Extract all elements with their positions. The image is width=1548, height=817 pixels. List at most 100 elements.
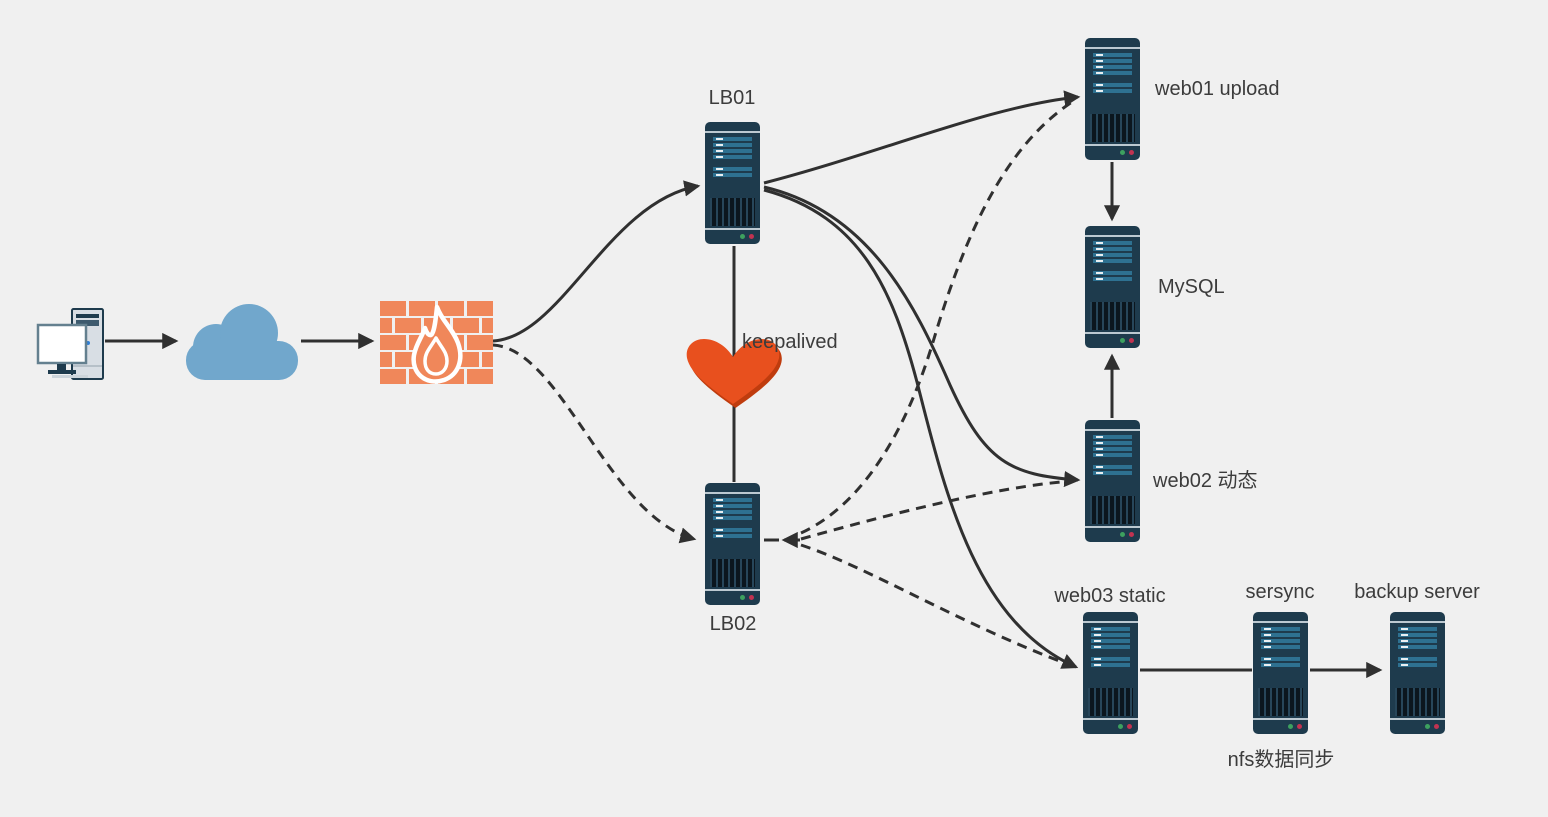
server-drive-bar (1091, 633, 1130, 637)
server-bottom-line (705, 228, 760, 230)
server-drive-bar (1398, 657, 1437, 661)
server-bottom-line (1390, 718, 1445, 720)
server-sersync (1253, 612, 1308, 734)
server-top-line (1085, 47, 1140, 49)
server-drive-bar (1093, 89, 1132, 93)
label-web02: web02 动态 (1153, 470, 1258, 492)
server-drive-bar (1261, 639, 1300, 643)
server-vent (710, 559, 755, 587)
label-lb01: LB01 (708, 87, 756, 109)
server-drive-bar (1093, 447, 1132, 451)
server-bottom-line (705, 589, 760, 591)
status-led-red (749, 234, 754, 239)
server-drive-bar (1091, 639, 1130, 643)
label-mysql: MySQL (1158, 276, 1225, 298)
server-top-line (1253, 621, 1308, 623)
server-drive-bar (1093, 277, 1132, 281)
server-drive-bar (1261, 627, 1300, 631)
server-drive-bar (713, 498, 752, 502)
server-drive-bar (1093, 259, 1132, 263)
label-backup: backup server (1354, 581, 1480, 603)
server-drive-bar (1093, 253, 1132, 257)
edge-firewall-lb01 (492, 180, 701, 343)
server-drive-bar (713, 143, 752, 147)
server-drive-bar (1398, 663, 1437, 667)
status-led-green (1425, 724, 1430, 729)
server-drive-bar (1091, 663, 1130, 667)
firewall-icon (380, 301, 493, 384)
server-bottom-line (1085, 332, 1140, 334)
status-led-red (1129, 532, 1134, 537)
edge-lb01-web01 (763, 90, 1081, 185)
nfs-sync-label: nfs数据同步 (1227, 749, 1335, 771)
server-web02 (1085, 420, 1140, 542)
server-web01 (1085, 38, 1140, 160)
server-vent (1088, 688, 1133, 716)
status-led-red (749, 595, 754, 600)
server-drive-bar (713, 149, 752, 153)
server-top-line (1085, 429, 1140, 431)
status-led-red (1129, 338, 1134, 343)
server-mysql (1085, 226, 1140, 348)
server-drive-bar (1398, 633, 1437, 637)
server-drive-bar (1261, 645, 1300, 649)
label-web03: web03 static (1054, 585, 1166, 607)
status-led-red (1127, 724, 1132, 729)
server-drive-bar (1093, 471, 1132, 475)
server-drive-bar (1093, 71, 1132, 75)
server-drive-bar (1091, 657, 1130, 661)
status-led-green (1288, 724, 1293, 729)
server-drive-bar (1093, 83, 1132, 87)
server-lb01 (705, 122, 760, 244)
server-backup (1390, 612, 1445, 734)
keepalived-label: keepalived (742, 331, 838, 353)
server-drive-bar (713, 137, 752, 141)
server-bottom-line (1083, 718, 1138, 720)
server-drive-bar (1093, 247, 1132, 251)
label-lb02: LB02 (709, 613, 757, 635)
status-led-green (740, 595, 745, 600)
edge-lb01-web03 (763, 188, 1079, 669)
server-top-line (705, 492, 760, 494)
server-lb02 (705, 483, 760, 605)
status-led-red (1297, 724, 1302, 729)
server-drive-bar (713, 528, 752, 532)
internet-cloud-icon (186, 304, 298, 380)
computer-monitor (36, 323, 88, 365)
edge-lb02-web01 (800, 100, 1073, 535)
server-drive-bar (713, 155, 752, 159)
server-drive-bar (1093, 435, 1132, 439)
server-vent (1258, 688, 1303, 716)
server-drive-bar (1398, 639, 1437, 643)
edges-layer (105, 90, 1383, 679)
server-drive-bar (1093, 59, 1132, 63)
status-led-green (1120, 150, 1125, 155)
server-vent (1090, 496, 1135, 524)
server-drive-bar (1093, 241, 1132, 245)
server-drive-bar (1093, 271, 1132, 275)
server-drive-bar (1261, 657, 1300, 661)
server-top-line (1083, 621, 1138, 623)
status-led-green (740, 234, 745, 239)
server-top-line (1085, 235, 1140, 237)
edge-firewall-lb02 (492, 343, 697, 544)
server-drive-bar (1261, 663, 1300, 667)
server-web03 (1083, 612, 1138, 734)
server-drive-bar (1093, 53, 1132, 57)
server-drive-bar (713, 516, 752, 520)
server-drive-bar (713, 167, 752, 171)
edge-lb02-web02 (800, 479, 1073, 541)
server-vent (1090, 114, 1135, 142)
server-drive-bar (1091, 645, 1130, 649)
status-led-green (1118, 724, 1123, 729)
server-top-line (705, 131, 760, 133)
status-led-red (1434, 724, 1439, 729)
server-drive-bar (1091, 627, 1130, 631)
edge-lb01-web02 (763, 185, 1081, 488)
server-drive-bar (1093, 465, 1132, 469)
edge-lb02-web03 (800, 543, 1071, 667)
status-led-red (1129, 150, 1134, 155)
server-top-line (1390, 621, 1445, 623)
server-vent (710, 198, 755, 226)
